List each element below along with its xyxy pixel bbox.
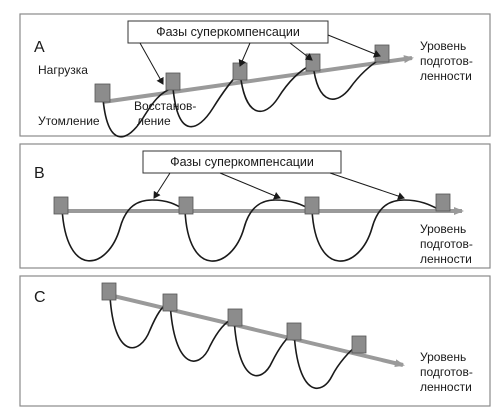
panel-a-pointer xyxy=(139,42,164,85)
panel-a-level-label-3: ленности xyxy=(420,69,472,83)
panel-a-frame xyxy=(19,13,491,137)
panel-c-level-label-2: подготов- xyxy=(420,365,473,379)
panel-b-load-box xyxy=(304,196,320,215)
panel-b: B Фазы суперкомпенсации Уровень подготов… xyxy=(19,143,491,269)
panel-b-level-label-1: Уровень xyxy=(420,222,466,236)
panel-a-callout-box xyxy=(127,20,329,44)
panel-b-load-box xyxy=(435,193,451,212)
panel-c-load-box xyxy=(351,335,367,354)
panel-a: A Фазы суперкомпенсации Нагрузка Утомлен… xyxy=(19,13,491,138)
panel-a-fatigue-label: Утомление xyxy=(38,114,100,128)
panel-a-pointer xyxy=(238,42,251,67)
panel-a-letter: A xyxy=(34,39,45,56)
panel-c-frame xyxy=(19,275,491,407)
panel-c-load-box xyxy=(162,293,178,312)
panel-b-pointer xyxy=(153,172,171,199)
panel-a-load-box xyxy=(165,72,181,91)
panel-c-letter: C xyxy=(34,289,46,306)
panel-b-load-box xyxy=(53,196,69,215)
panel-a-load-box xyxy=(374,44,390,63)
panel-a-level-label-1: Уровень xyxy=(420,39,466,53)
panel-c-load-box xyxy=(101,282,117,301)
panel-c-level-label-1: Уровень xyxy=(420,350,466,364)
panel-a-load-label: Нагрузка xyxy=(38,63,88,77)
panel-b-load-box xyxy=(178,196,194,215)
panel-b-curve xyxy=(61,199,441,262)
panel-c: C Уровень подготов- ленности xyxy=(19,275,491,407)
panel-a-recovery-label-1: Восстанов- xyxy=(134,99,196,113)
panel-b-letter: B xyxy=(34,165,45,182)
panel-b-frame xyxy=(19,143,491,269)
panel-a-pointer xyxy=(289,42,313,61)
panel-c-level-label-3: ленности xyxy=(420,380,472,394)
panel-b-level-label-2: подготов- xyxy=(420,237,473,251)
panel-a-level-label-2: подготов- xyxy=(420,54,473,68)
panel-b-pointer xyxy=(219,172,281,200)
panel-a-pointer xyxy=(327,34,381,58)
panel-b-callout-text: Фазы суперкомпенсации xyxy=(170,155,314,169)
panel-c-load-box xyxy=(227,308,243,327)
panel-b-callout-box xyxy=(142,150,342,174)
panel-a-load-box xyxy=(94,83,111,103)
panel-b-level-label-3: ленности xyxy=(420,252,472,266)
panel-a-callout-text: Фазы суперкомпенсации xyxy=(156,25,300,39)
panel-a-level-arrow xyxy=(102,55,414,104)
panel-b-pointer xyxy=(329,172,405,200)
panel-a-recovery-label-2: ление xyxy=(137,114,171,128)
panel-c-load-box xyxy=(286,322,302,341)
